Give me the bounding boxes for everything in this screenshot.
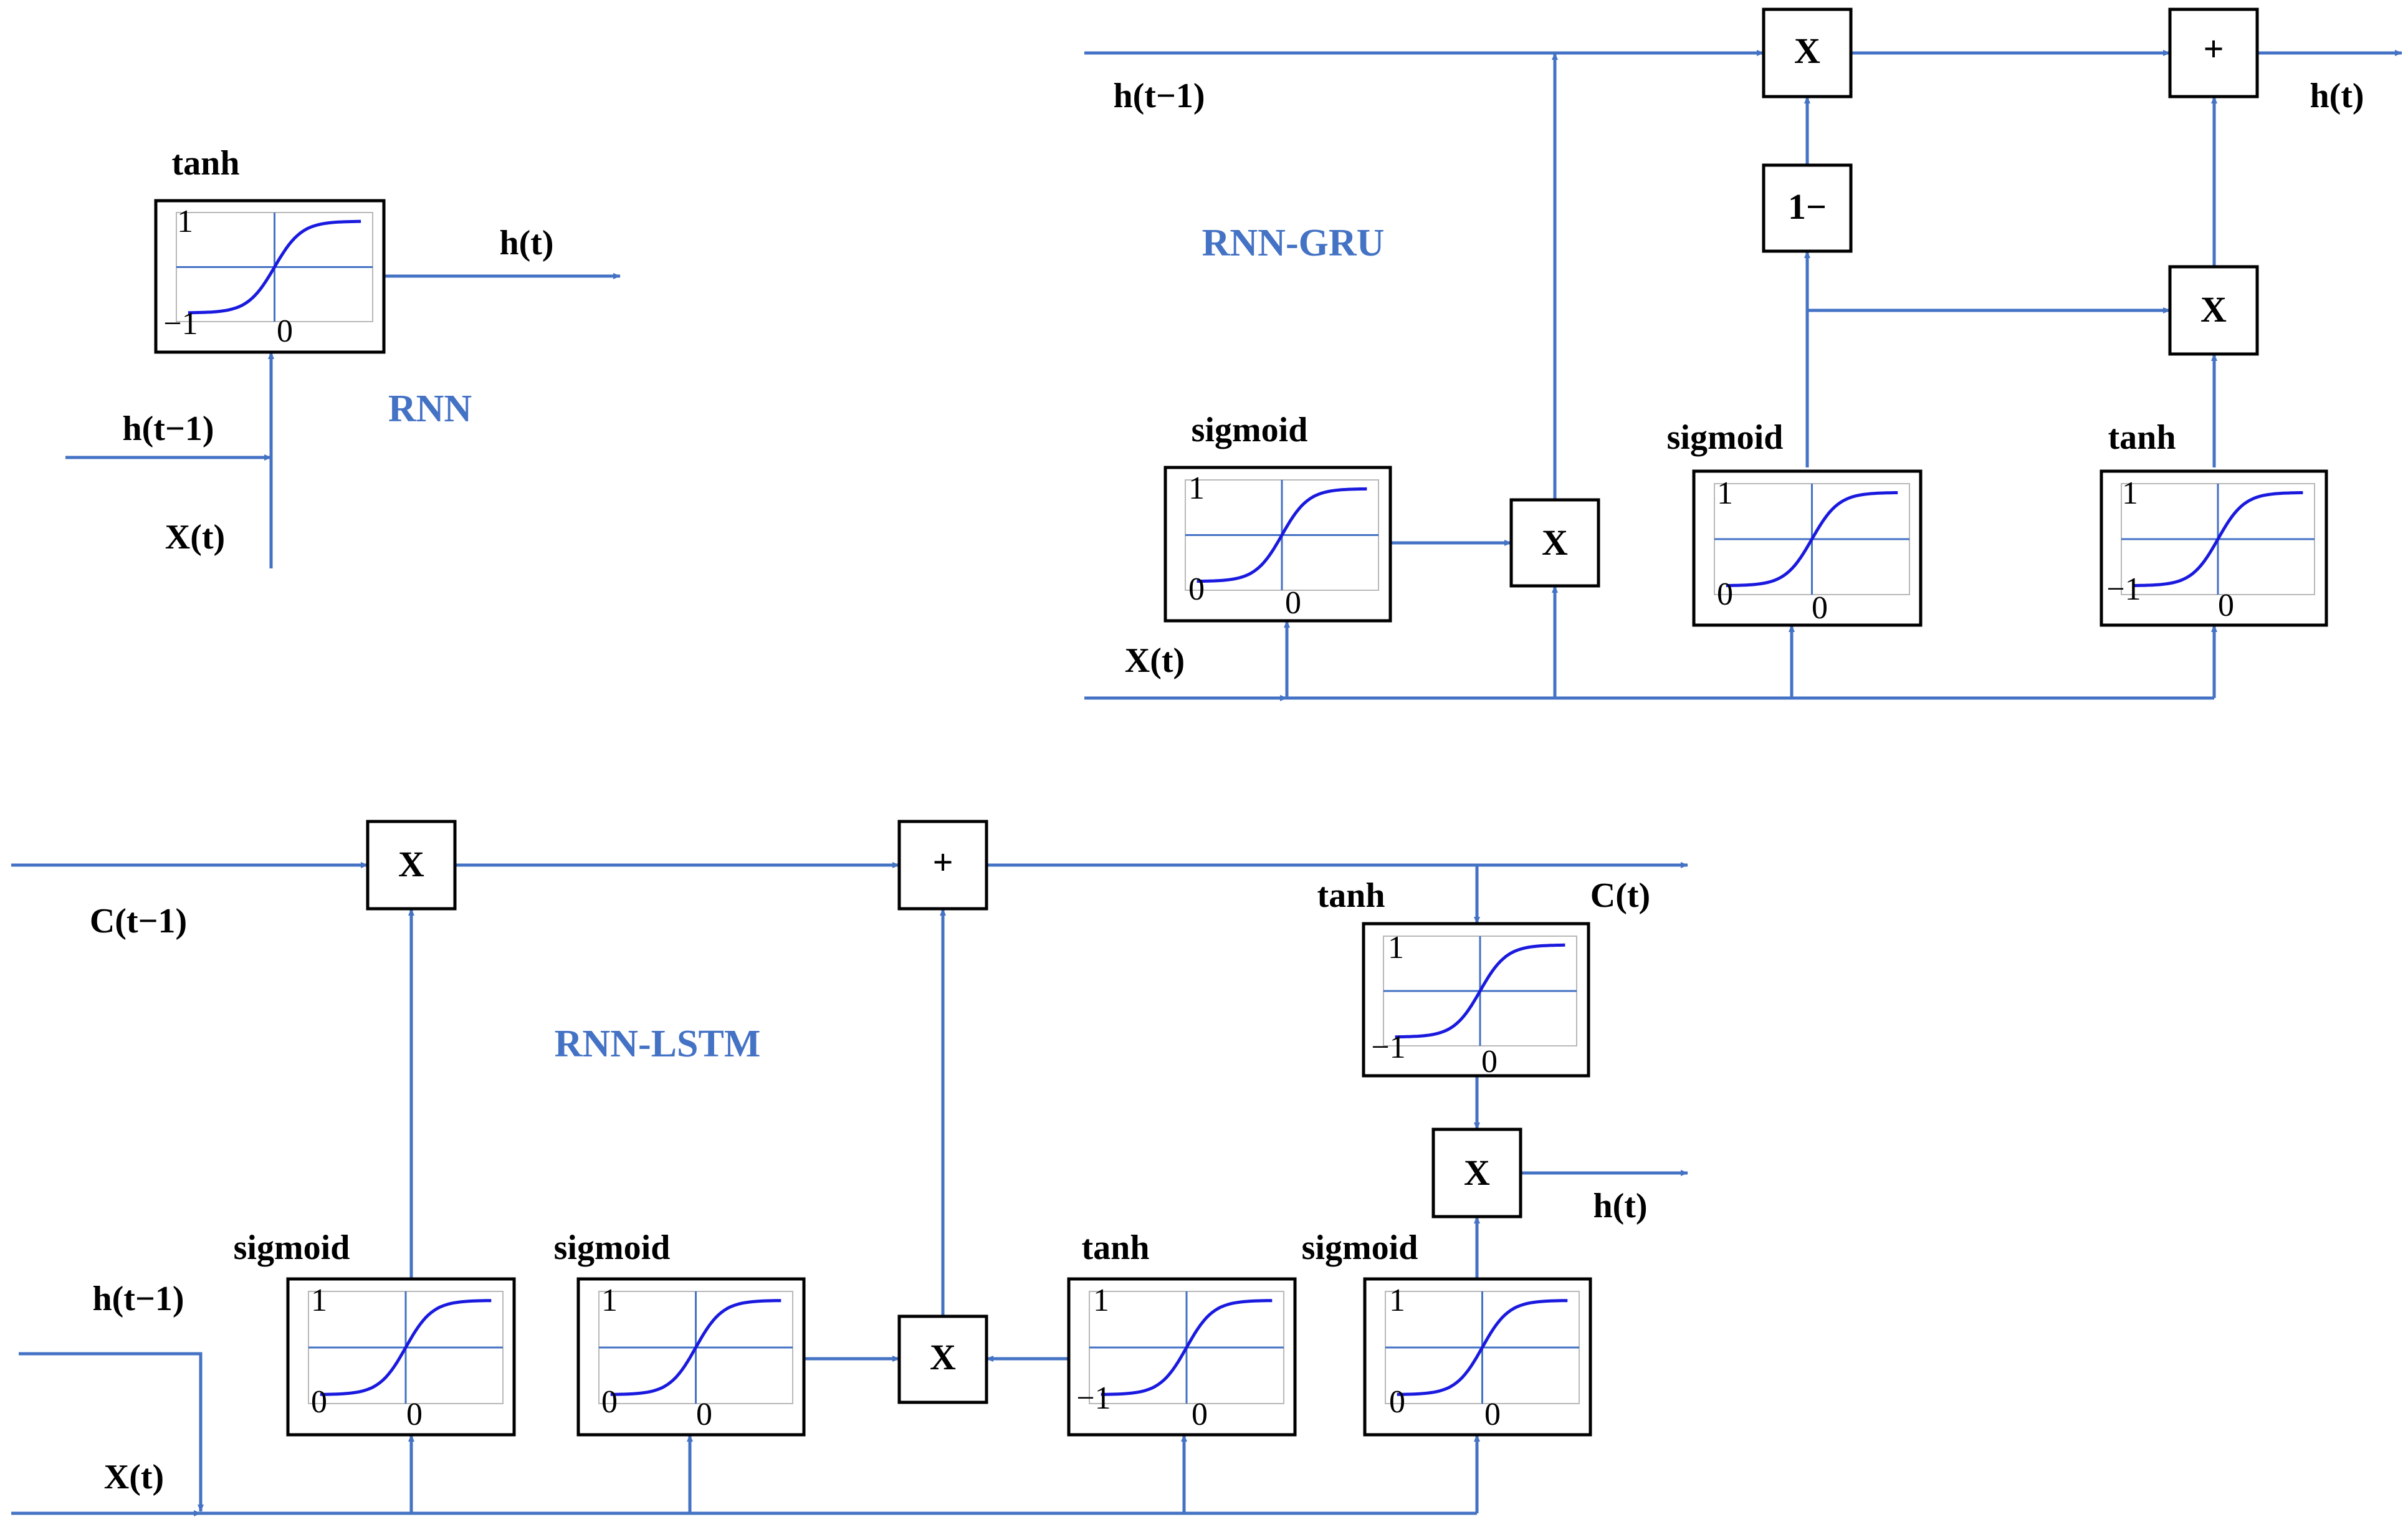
blocks <box>154 7 2328 1437</box>
lstm-input-y-bottom-tick: 0 <box>601 1384 618 1420</box>
gru-update-x-zero-tick: 0 <box>1812 590 1828 626</box>
lstm-candidate-tanh-block <box>1067 1277 1297 1437</box>
lstm-forget-sigmoid-block <box>286 1277 516 1437</box>
gru-candidate-y-bottom-tick: −1 <box>2106 572 2141 607</box>
lstm-cell-tanh-block-curve <box>1395 943 1565 1039</box>
lstm-forget-sigmoid-block-curve <box>320 1299 492 1396</box>
rnn-output-label: h(t) <box>499 224 553 262</box>
lstm-candidate-y-top-tick: 1 <box>1093 1283 1109 1318</box>
lstm-output-x-zero-tick: 0 <box>1484 1397 1501 1432</box>
lstm-candidate-tanh-label: tanh <box>1082 1228 1150 1267</box>
rnn-section: RNN tanh 1 −1 0 h(t) h(t−1) X(t) <box>123 144 554 557</box>
gru-update-sigmoid-block-curve <box>1726 491 1898 587</box>
lstm-output-sigmoid-block-curve <box>1397 1299 1568 1396</box>
lstm-input-x-zero-tick: 0 <box>696 1397 712 1432</box>
rnn-tanh-label: tanh <box>172 144 240 183</box>
gru-reset-y-top-tick: 1 <box>1188 471 1205 506</box>
gru-one-minus-box <box>1762 163 1853 253</box>
gru-output-label: h(t) <box>2310 77 2364 115</box>
gru-candidate-x-zero-tick: 0 <box>2218 588 2234 623</box>
gru-op-plus: + <box>2203 29 2224 69</box>
gru-section: RNN-GRU h(t−1) h(t) X(t) X + 1− X X sigm… <box>1114 29 2364 680</box>
lstm-input-sigmoid-block <box>576 1277 806 1437</box>
lstm-candidate-y-bottom-tick: −1 <box>1076 1381 1111 1416</box>
lstm-cell-x-zero-tick: 0 <box>1481 1044 1498 1079</box>
gru-update-y-top-tick: 1 <box>1717 476 1733 511</box>
rnn-title: RNN <box>388 388 472 430</box>
rnn-y-top-tick: 1 <box>177 204 193 239</box>
lstm-forget-y-bottom-tick: 0 <box>311 1384 327 1420</box>
lstm-output-sigmoid-label: sigmoid <box>1302 1228 1418 1267</box>
gru-reset-sigmoid-block <box>1163 466 1392 623</box>
gru-multiply-reset-box <box>1509 498 1600 588</box>
lstm-output-y-bottom-tick: 0 <box>1389 1384 1405 1420</box>
gru-op-multiply-reset: X <box>1542 522 1568 563</box>
gru-plus-box <box>2168 7 2259 98</box>
gru-reset-sigmoid-block-curve <box>1197 487 1367 583</box>
gru-multiply-right-box <box>2168 265 2259 356</box>
gru-reset-y-bottom-tick: 0 <box>1188 572 1205 607</box>
lstm-input-label: X(t) <box>104 1458 164 1496</box>
gru-candidate-tanh-block <box>2100 469 2328 627</box>
connector-lines <box>11 50 2402 1516</box>
lstm-op-input-multiply: X <box>930 1337 956 1377</box>
lstm-input-sigmoid-block-curve <box>610 1299 781 1396</box>
gru-title: RNN-GRU <box>1202 222 1385 264</box>
lstm-cell-input-label: C(t−1) <box>90 902 187 941</box>
lstm-candidate-x-zero-tick: 0 <box>1192 1397 1208 1432</box>
gru-op-multiply-right: X <box>2200 289 2227 330</box>
lstm-title: RNN-LSTM <box>555 1023 761 1065</box>
gru-candidate-tanh-block-curve <box>2133 491 2303 587</box>
lstm-op-output-multiply: X <box>1464 1152 1490 1193</box>
gru-reset-sigmoid-label: sigmoid <box>1192 411 1308 449</box>
lstm-forget-multiply-box <box>366 820 457 911</box>
rnn-input-label: X(t) <box>165 518 225 557</box>
lstm-op-cell-plus: + <box>932 842 953 883</box>
gru-update-y-bottom-tick: 0 <box>1717 577 1733 612</box>
lstm-cell-y-bottom-tick: −1 <box>1371 1030 1405 1065</box>
gru-op-one-minus: 1− <box>1788 186 1827 227</box>
lstm-cell-tanh-block <box>1362 922 1590 1078</box>
gru-op-multiply-top: X <box>1794 31 1820 71</box>
lstm-forget-y-top-tick: 1 <box>311 1283 327 1318</box>
lstm-candidate-tanh-block-curve <box>1101 1299 1273 1396</box>
lstm-input-multiply-box <box>897 1314 988 1404</box>
lstm-output-sigmoid-block <box>1363 1277 1592 1437</box>
lstm-cell-tanh-label: tanh <box>1317 876 1385 915</box>
rnn-y-bottom-tick: −1 <box>163 306 198 342</box>
rnn-x-zero-tick: 0 <box>277 314 293 349</box>
lstm-cell-plus-box <box>897 820 988 911</box>
lstm-output-multiply-box <box>1431 1127 1522 1218</box>
rnn-tanh-block-curve <box>188 219 361 315</box>
lstm-op-forget-multiply: X <box>398 844 424 884</box>
gru-hidden-input-label: h(t−1) <box>1114 77 1205 115</box>
lstm-cell-y-top-tick: 1 <box>1388 930 1404 965</box>
rnn-hidden-input-label: h(t−1) <box>123 409 214 448</box>
gru-candidate-y-top-tick: 1 <box>2122 476 2138 511</box>
gru-input-label: X(t) <box>1125 641 1185 680</box>
gru-update-sigmoid-block <box>1692 469 1923 627</box>
lstm-hidden-input-label: h(t−1) <box>93 1280 184 1318</box>
gru-reset-x-zero-tick: 0 <box>1285 585 1301 621</box>
lstm-input-sigmoid-label: sigmoid <box>554 1228 671 1267</box>
lstm-output-y-top-tick: 1 <box>1389 1283 1405 1318</box>
rnn-tanh-block <box>154 199 386 354</box>
gru-multiply-top-box <box>1762 7 1853 98</box>
lstm-cell-output-label: C(t) <box>1590 876 1650 915</box>
lstm-forget-x-zero-tick: 0 <box>406 1397 423 1432</box>
lstm-output-label: h(t) <box>1593 1187 1647 1225</box>
gru-update-sigmoid-label: sigmoid <box>1667 418 1784 457</box>
lstm-forget-sigmoid-label: sigmoid <box>234 1228 350 1267</box>
gru-candidate-tanh-label: tanh <box>2108 418 2176 457</box>
lstm-hidden-input-line <box>19 1352 204 1512</box>
lstm-section: RNN-LSTM C(t−1) C(t) h(t−1) X(t) h(t) X … <box>90 842 1650 1496</box>
lstm-input-y-top-tick: 1 <box>601 1283 618 1318</box>
